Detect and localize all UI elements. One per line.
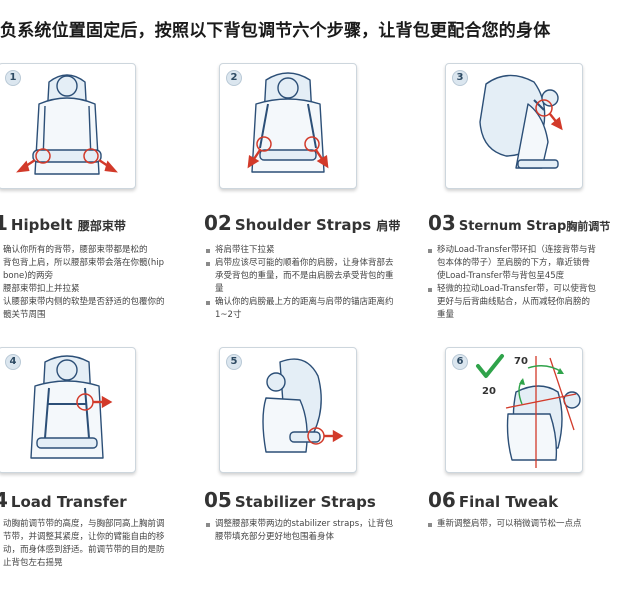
step-3-bullets: 移动Load-Transfer带环扣（连接背带与背包本体的带子）至肩膀的下方，靠… xyxy=(428,244,598,322)
list-item: 轻微的拉动Load-Transfer带，可以使背包更好与后背曲线贴合，从而减轻你… xyxy=(428,283,598,322)
angle-label-small: 20 xyxy=(482,386,496,397)
step-number: 02 xyxy=(204,211,232,235)
step-3-illustration: 3 xyxy=(445,63,583,189)
page-headline: 负系统位置固定后，按照以下背包调节六个步骤，让背包更配合您的身体 xyxy=(0,21,551,41)
step-2-bullets: 将肩带往下拉紧 肩带应该尽可能的顺着你的肩膀，让身体背部去承受背包的重量，而不是… xyxy=(206,244,394,322)
step-5-bullets: 调整腰部束带两边的stabilizer straps，让背包腰带填充部分更好地包… xyxy=(206,518,394,544)
step-badge: 5 xyxy=(226,354,242,370)
list-item: 认腰部束带内侧的软垫是否舒适的包覆你的髋关节周围 xyxy=(0,296,170,322)
step-5-illustration: 5 xyxy=(219,347,357,473)
step-number: 1 xyxy=(0,211,8,235)
list-item: 肩带应该尽可能的顺着你的肩膀，让身体背部去承受背包的重量，而不是由肩膀去承受背包… xyxy=(206,257,394,296)
shoulder-straps-figure-icon xyxy=(247,72,329,173)
step-6-bullets: 重新调整肩带，可以稍微调节松一点点 xyxy=(428,518,598,531)
list-item: 调整腰部束带两边的stabilizer straps，让背包腰带填充部分更好地包… xyxy=(206,518,394,544)
step-number: 4 xyxy=(0,488,8,512)
step-1-illustration: 1 xyxy=(0,63,136,189)
list-item: 确认你的肩膀最上方的距离与肩带的锚店距离约1~2寸 xyxy=(206,296,394,322)
step-number: 06 xyxy=(428,488,456,512)
step-badge: 2 xyxy=(226,70,242,86)
step-1-bullets: 确认你所有的背带，腰部束带都是松的 背包背上肩，所以腰部束带会落在你髋(hip … xyxy=(0,244,170,322)
step-badge: 3 xyxy=(452,70,468,86)
step-2-illustration: 2 xyxy=(219,63,357,189)
load-transfer-figure-icon xyxy=(30,355,113,459)
step-badge: 4 xyxy=(5,354,21,370)
list-item: 移动Load-Transfer带环扣（连接背带与背包本体的带子）至肩膀的下方，靠… xyxy=(428,244,598,283)
stabilizer-straps-figure-icon xyxy=(262,358,344,453)
list-item: 腰部束带扣上并拉紧 xyxy=(0,283,170,296)
list-item: 将肩带往下拉紧 xyxy=(206,244,394,257)
step-badge: 6 xyxy=(452,354,468,370)
step-badge: 1 xyxy=(5,70,21,86)
angle-label-large: 70 xyxy=(514,356,528,367)
step-6-illustration: 6 70 20 xyxy=(445,347,583,473)
list-item: 背包背上肩，所以腰部束带会落在你髋(hip bone)的两旁 xyxy=(0,257,170,283)
hipbelt-figure-icon xyxy=(16,74,118,175)
step-number: 03 xyxy=(428,211,456,235)
sternum-strap-figure-icon xyxy=(479,74,563,169)
step-4-bullets: 动胸前调节带的高度，与胸部同高上胸前调节带，并调整其紧度，让你的臂能自由的移动，… xyxy=(0,518,170,570)
checkmark-icon xyxy=(476,354,504,378)
list-item: 动胸前调节带的高度，与胸部同高上胸前调节带，并调整其紧度，让你的臂能自由的移动，… xyxy=(0,518,170,570)
list-item: 确认你所有的背带，腰部束带都是松的 xyxy=(0,244,170,257)
step-number: 05 xyxy=(204,488,232,512)
step-4-illustration: 4 xyxy=(0,347,136,473)
list-item: 重新调整肩带，可以稍微调节松一点点 xyxy=(428,518,598,531)
final-tweak-figure-icon: 70 20 xyxy=(476,354,581,468)
